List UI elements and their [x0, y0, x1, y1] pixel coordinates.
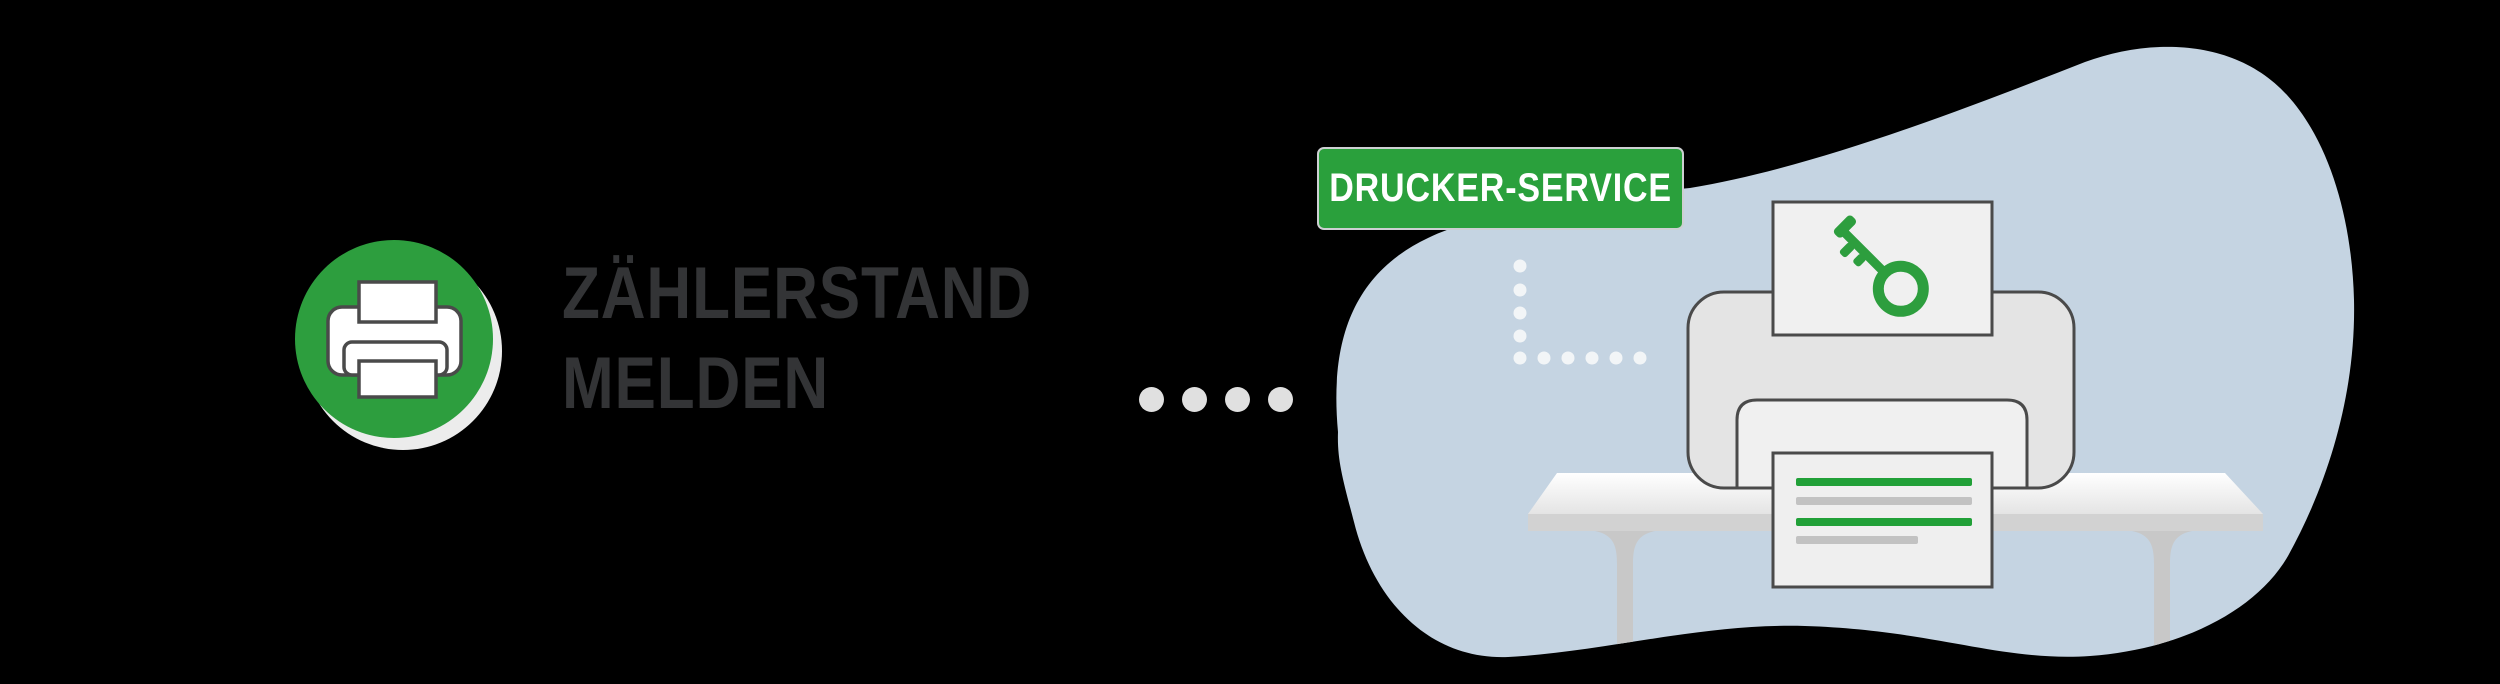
- printer-illustration: [1686, 200, 2076, 589]
- printed-document: [1771, 451, 1994, 589]
- drucker-service-badge-label: DRUCKER-SERVICE: [1329, 166, 1672, 210]
- table-leg-left: [1595, 531, 1655, 655]
- separator-dots: [1139, 387, 1293, 412]
- drucker-service-illustration: [1336, 46, 2355, 658]
- separator-dot: [1182, 387, 1207, 412]
- document-line-green: [1796, 478, 1972, 486]
- document-line-gray: [1796, 497, 1972, 505]
- document-line-gray: [1796, 536, 1918, 544]
- drucker-service-badge: DRUCKER-SERVICE: [1317, 147, 1684, 230]
- page-title: ZÄHLERSTAND MELDEN: [562, 249, 1032, 429]
- page-title-line1: ZÄHLERSTAND: [562, 253, 1033, 334]
- document-line-green: [1796, 518, 1972, 526]
- separator-dot: [1139, 387, 1164, 412]
- printer-icon-circle: [295, 240, 493, 438]
- key-icon: [1833, 215, 1929, 317]
- separator-dot: [1268, 387, 1293, 412]
- printer-icon: [325, 279, 463, 399]
- separator-dot: [1225, 387, 1250, 412]
- table-leg-right: [2132, 531, 2192, 652]
- page-title-line2: MELDEN: [562, 343, 830, 424]
- dotted-trail: [1513, 259, 1647, 365]
